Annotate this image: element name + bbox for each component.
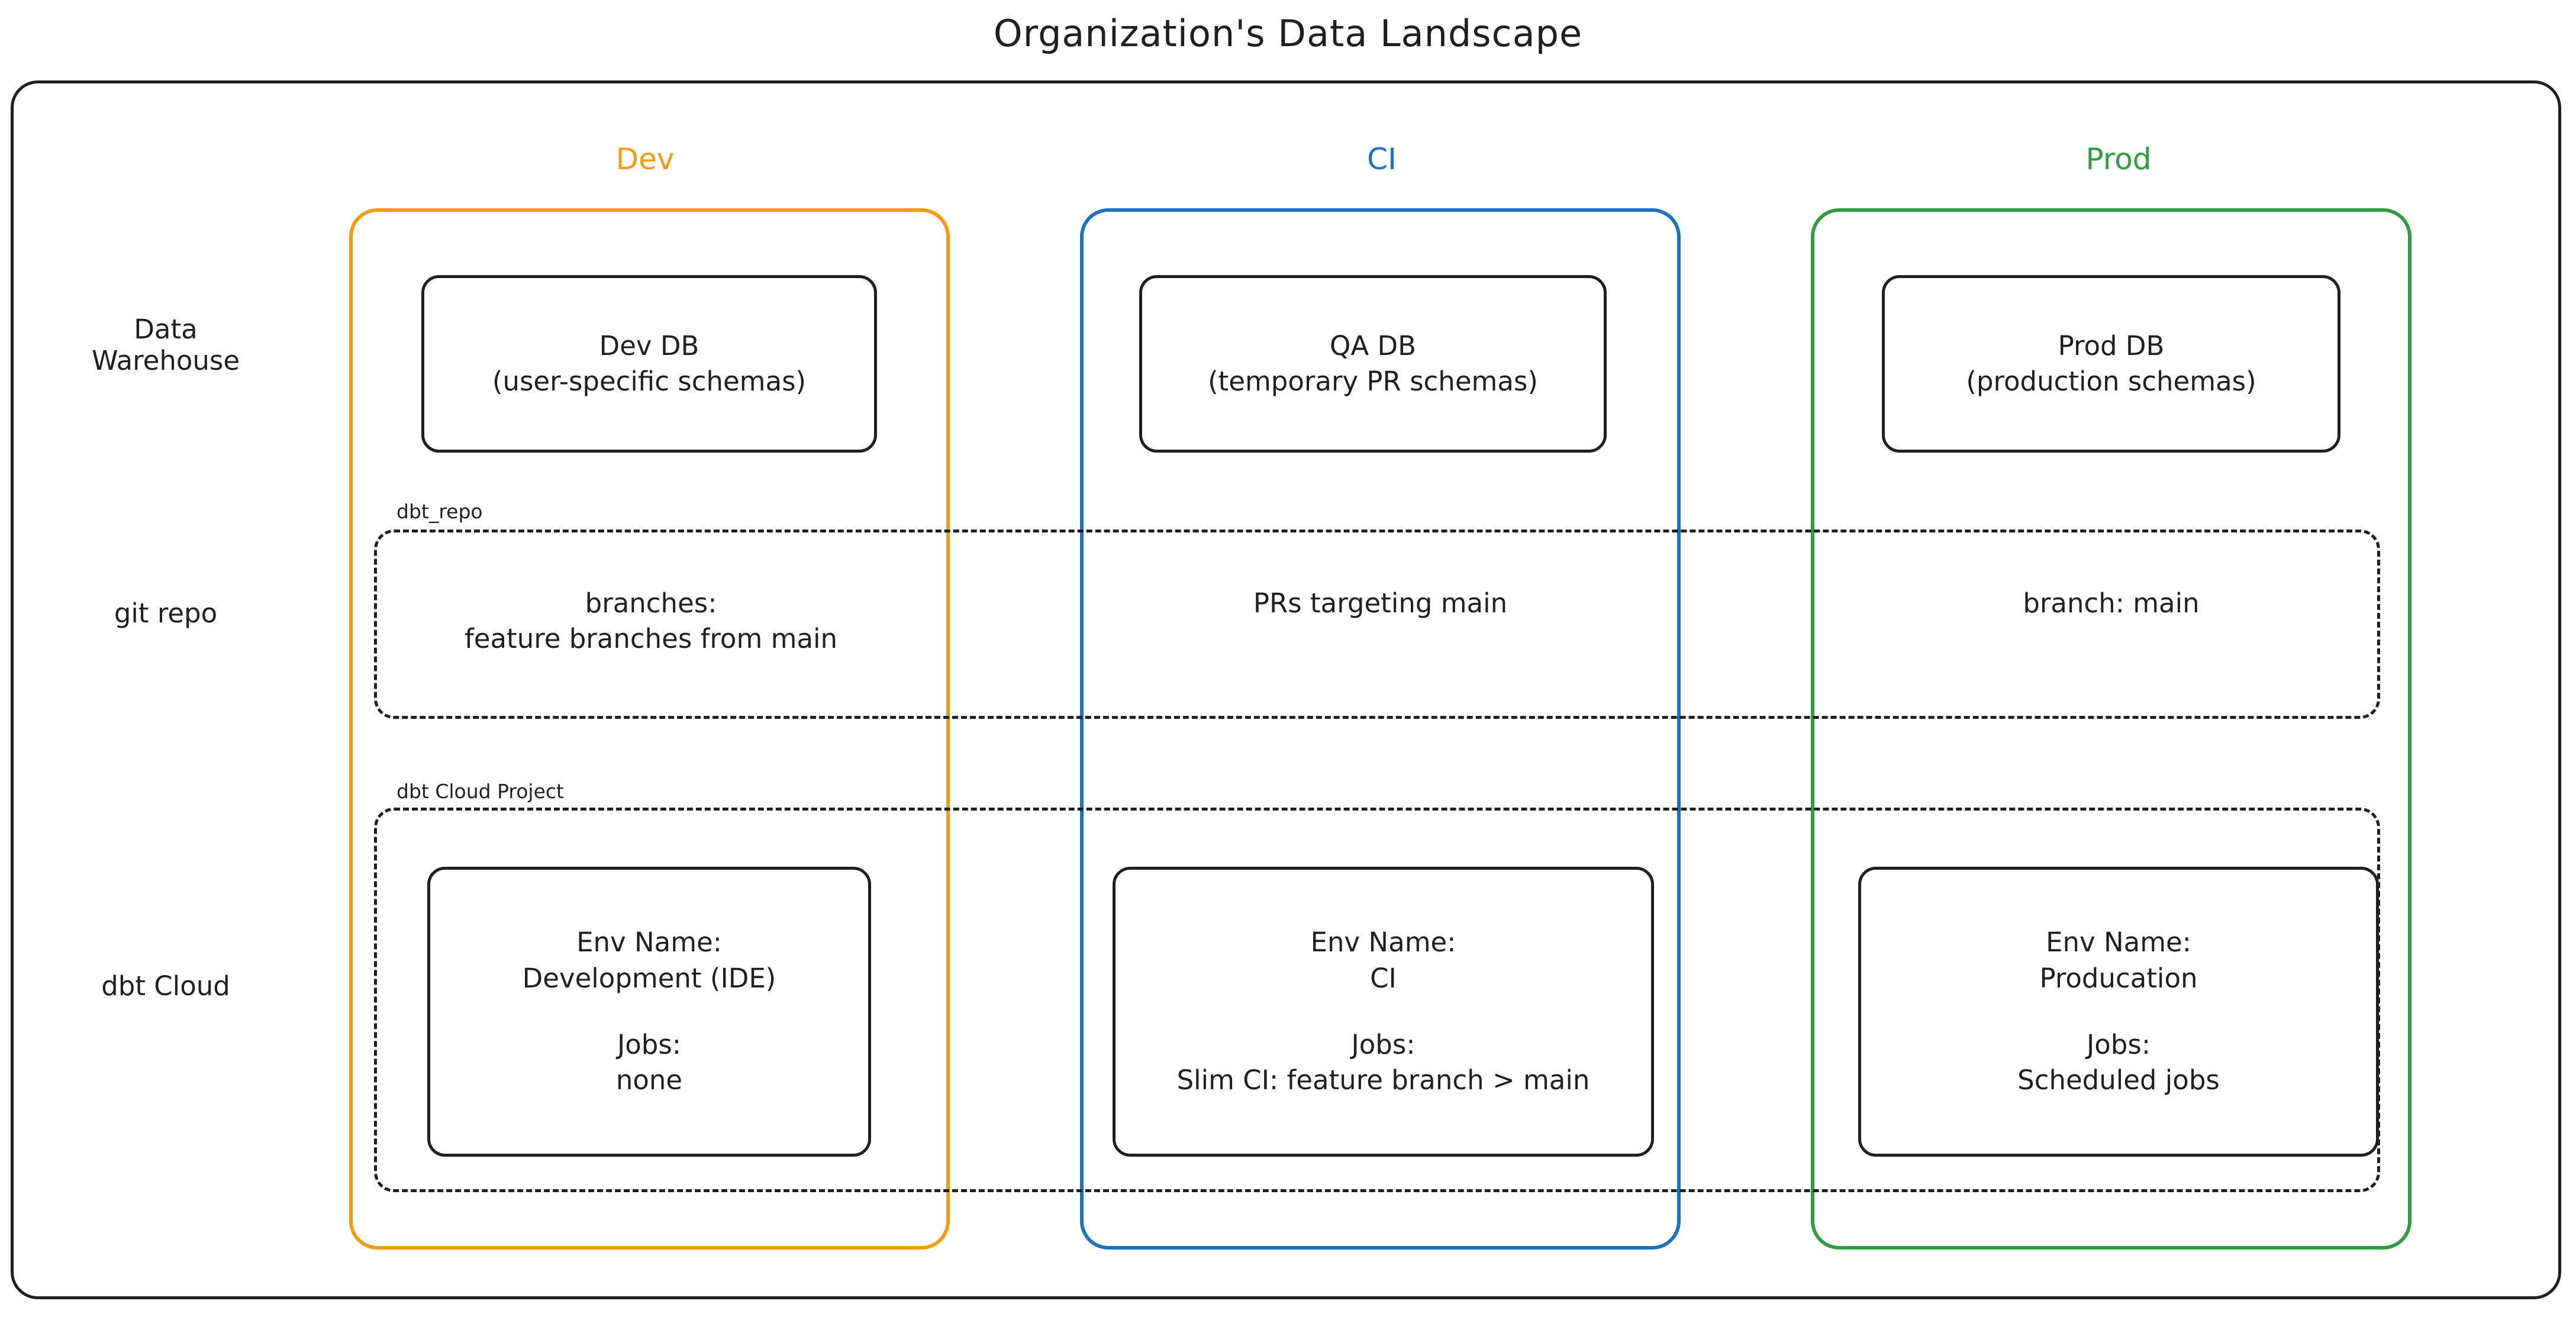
group-dbt-repo-label: dbt_repo [391, 500, 489, 523]
environment-column-ci [1080, 208, 1681, 1250]
node-dbt-env-dev-jobs-label: Jobs: [617, 1029, 681, 1060]
node-dbt-env-ci-env-label: Env Name: [1310, 927, 1456, 958]
node-dbt-env-dev-env-label: Env Name: [576, 927, 722, 958]
node-prod-db: Prod DB (production schemas) [1882, 275, 2340, 453]
node-dbt-env-dev-env-value: Development (IDE) [522, 962, 776, 994]
page-title: Organization's Data Landscape [993, 12, 1583, 55]
git-repo-dev-line1: branches: [585, 588, 717, 619]
node-prod-db-detail: (production schemas) [1966, 366, 2256, 397]
node-dbt-env-prod-jobs-value: Scheduled jobs [2017, 1064, 2220, 1096]
row-label-dbt-cloud: dbt Cloud [101, 970, 230, 1002]
node-dbt-env-dev: Env Name: Development (IDE) Jobs: none [427, 867, 871, 1157]
node-qa-db-detail: (temporary PR schemas) [1208, 366, 1538, 397]
node-dbt-env-ci-jobs-value: Slim CI: feature branch > main [1176, 1064, 1590, 1096]
node-dev-db: Dev DB (user-specific schemas) [421, 275, 877, 453]
git-repo-ci-line1: PRs targeting main [1253, 588, 1508, 619]
node-dev-db-name: Dev DB [599, 330, 699, 361]
git-repo-prod-line1: branch: main [2023, 588, 2200, 619]
environment-column-prod [1811, 208, 2411, 1250]
node-dbt-env-prod-env-value: Producation [2039, 962, 2198, 994]
git-repo-prod-text: branch: main [1811, 586, 2411, 621]
node-qa-db-name: QA DB [1329, 330, 1417, 361]
node-dev-db-detail: (user-specific schemas) [492, 366, 807, 397]
row-label-data-warehouse-line1: Data [134, 314, 198, 345]
node-dbt-env-prod: Env Name: Producation Jobs: Scheduled jo… [1858, 867, 2379, 1157]
column-header-ci: CI [1367, 142, 1397, 176]
row-label-data-warehouse-line2: Warehouse [91, 345, 240, 377]
row-label-git-repo: git repo [114, 598, 218, 629]
node-qa-db: QA DB (temporary PR schemas) [1139, 275, 1607, 453]
column-header-prod: Prod [2085, 142, 2152, 176]
node-dbt-env-prod-env-label: Env Name: [2046, 927, 2191, 958]
git-repo-dev-line2: feature branches from main [464, 623, 838, 655]
node-prod-db-name: Prod DB [2058, 330, 2165, 361]
node-dbt-env-dev-jobs-value: none [615, 1064, 683, 1096]
node-dbt-env-ci-env-value: CI [1370, 962, 1397, 994]
node-dbt-env-ci-jobs-label: Jobs: [1351, 1029, 1416, 1060]
environment-column-dev [349, 208, 950, 1250]
row-label-data-warehouse: Data Warehouse [36, 314, 296, 376]
group-dbt-cloud-project-label: dbt Cloud Project [391, 780, 570, 803]
node-dbt-env-ci: Env Name: CI Jobs: Slim CI: feature bran… [1113, 867, 1654, 1157]
diagram-outer-frame [11, 80, 2561, 1299]
node-dbt-env-prod-jobs-label: Jobs: [2087, 1029, 2151, 1060]
group-dbt-repo [374, 530, 2380, 719]
git-repo-ci-text: PRs targeting main [1080, 586, 1681, 621]
git-repo-dev-text: branches: feature branches from main [352, 586, 950, 657]
column-header-dev: Dev [615, 142, 675, 176]
